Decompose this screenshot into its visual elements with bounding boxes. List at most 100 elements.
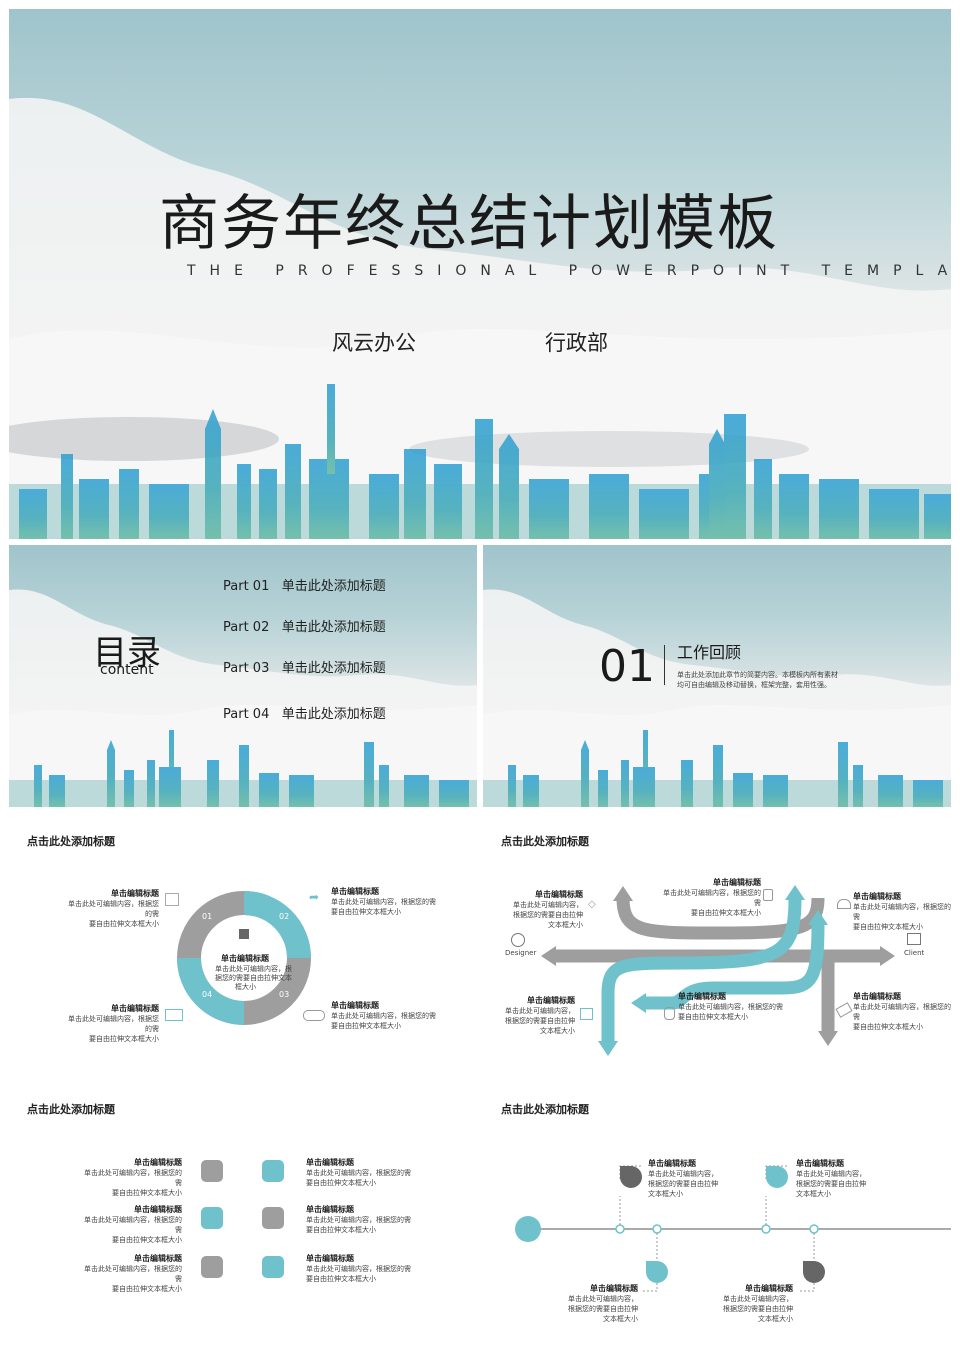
block-text: 要自由拉伸文本框大小	[112, 1189, 182, 1197]
block-title: 单击编辑标题	[306, 1254, 354, 1263]
arrow-block: 单击编辑标题 单击此处可编辑内容，根据您的需 要自由拉伸文本框大小	[661, 877, 761, 918]
cycle-num-04: 04	[202, 990, 213, 999]
block-title: 单击编辑标题	[306, 1158, 354, 1167]
block-title: 单击编辑标题	[134, 1158, 182, 1167]
block-text: 文本框大小	[796, 1190, 831, 1198]
cycle-num-01: 01	[202, 912, 213, 921]
block-text: 要自由拉伸文本框大小	[89, 920, 159, 928]
arrow-block: 单击编辑标题 单击此处可编辑内容， 根据您的需要自由拉伸 文本框大小	[483, 995, 575, 1036]
gray-square	[262, 1207, 284, 1229]
timeline-block: 单击编辑标题 单击此处可编辑内容， 根据您的需要自由拉伸 文本框大小	[538, 1283, 638, 1324]
cover-left-name: 风云办公	[332, 331, 416, 355]
timeline-slide: 点击此处添加标题 单击编辑标题 单击此处可编辑内容， 根据您的需要自由拉伸 文本…	[483, 1081, 951, 1343]
cycle-block-bl: 单击编辑标题 单击此处可编辑内容，根据您的需 要自由拉伸文本框大小	[67, 1003, 159, 1044]
palette-icon	[511, 933, 525, 947]
cycle-ring	[177, 891, 311, 1025]
block-text: 根据您的需要自由拉伸	[513, 911, 583, 919]
block-text: 根据您的需要自由拉伸	[648, 1180, 718, 1188]
grid-block: 单击编辑标题 单击此处可编辑内容，根据您的需 要自由拉伸文本框大小	[79, 1204, 182, 1245]
cover-subtitle: THE PROFESSIONAL POWERPOINT TEMPLATE	[187, 263, 951, 279]
block-text: 单击此处可编辑内容，	[513, 901, 583, 909]
toc-item-label: 单击此处添加标题	[281, 707, 386, 722]
block-text: 单击此处可编辑内容，根据您的需	[853, 1003, 951, 1021]
arrow-block: 单击编辑标题 单击此处可编辑内容，根据您的需 要自由拉伸文本框大小	[678, 991, 798, 1022]
block-text: 根据您的需要自由拉伸	[568, 1305, 638, 1313]
cover-slide: 商务年终总结计划模板 THE PROFESSIONAL POWERPOINT T…	[9, 9, 951, 539]
grid-block: 单击编辑标题 单击此处可编辑内容，根据您的需 要自由拉伸文本框大小	[79, 1253, 182, 1294]
cycle-slide: 点击此处添加标题 01 02 03 04 单击编辑标题 单击此处可编辑内容，根 …	[9, 813, 477, 1075]
block-title: 单击编辑标题	[535, 890, 583, 899]
toc-item-part: Part 03	[223, 661, 270, 676]
section-desc-line2: 均可自由编辑及移动替换，框架完整，套用性强。	[677, 681, 831, 689]
block-text: 单击此处可编辑内容，根据您的需	[853, 903, 951, 921]
block-text: 单击此处可编辑内容，	[796, 1170, 866, 1178]
block-title: 单击编辑标题	[648, 1159, 696, 1168]
toc-item-part: Part 02	[223, 620, 270, 635]
block-text: 文本框大小	[648, 1190, 683, 1198]
timeline	[515, 1165, 951, 1292]
block-text: 文本框大小	[548, 921, 583, 929]
arrow-slide: 点击此处添加标题 Designer Client 单击编辑标题 单击此处可编辑内…	[483, 813, 951, 1075]
cycle-num-03: 03	[279, 990, 290, 999]
block-text: 单击此处可编辑内容，根据您的需	[331, 898, 436, 906]
block-text: 单击此处可编辑内容，	[568, 1295, 638, 1303]
block-text: 根据您的需要自由拉伸	[796, 1180, 866, 1188]
block-text: 单击此处可编辑内容，	[723, 1295, 793, 1303]
toc-item-part: Part 01	[223, 579, 270, 594]
block-text: 单击此处可编辑内容，根据您的需	[331, 1012, 436, 1020]
cycle-center-title: 单击编辑标题	[221, 954, 269, 963]
slide-title: 点击此处添加标题	[27, 1103, 115, 1116]
block-text: 单击此处可编辑内容，	[648, 1170, 718, 1178]
mail-icon	[165, 1009, 183, 1021]
block-text: 文本框大小	[603, 1315, 638, 1323]
block-text: 要自由拉伸文本框大小	[306, 1226, 376, 1234]
box-icon	[165, 893, 179, 906]
slide-title: 点击此处添加标题	[501, 1103, 589, 1116]
grid-block: 单击编辑标题 单击此处可编辑内容，根据您的需 要自由拉伸文本框大小	[306, 1253, 426, 1284]
toc-slide: 目录 content Part 01 单击此处添加标题 Part 02 单击此处…	[9, 545, 477, 807]
arrow-block: 单击编辑标题 单击此处可编辑内容，根据您的需 要自由拉伸文本框大小	[853, 991, 951, 1032]
designer-label: Designer	[505, 949, 537, 957]
section-number: 01	[599, 641, 655, 692]
cycle-block-br: 单击编辑标题 单击此处可编辑内容，根据您的需 要自由拉伸文本框大小	[331, 1000, 451, 1031]
toc-item-label: 单击此处添加标题	[281, 620, 386, 635]
grid-block: 单击编辑标题 单击此处可编辑内容，根据您的需 要自由拉伸文本框大小	[306, 1204, 426, 1235]
briefcase-icon	[907, 933, 921, 945]
teal-square	[262, 1160, 284, 1182]
grid-block: 单击编辑标题 单击此处可编辑内容，根据您的需 要自由拉伸文本框大小	[306, 1157, 426, 1188]
block-text: 要自由拉伸文本框大小	[112, 1285, 182, 1293]
block-title: 单击编辑标题	[134, 1254, 182, 1263]
toc-item[interactable]: Part 01 单击此处添加标题	[223, 575, 386, 594]
block-text: 文本框大小	[758, 1315, 793, 1323]
toc-item[interactable]: Part 03 单击此处添加标题	[223, 657, 386, 676]
block-title: 单击编辑标题	[590, 1284, 638, 1293]
block-text: 单击此处可编辑内容，根据您的需	[84, 1169, 182, 1187]
gray-square	[201, 1256, 223, 1278]
block-text: 单击此处可编辑内容，	[505, 1007, 575, 1015]
section-slide: 01 工作回顾 单击此处添加此章节的简要内容。本模板内所有素材 均可自由编辑及移…	[483, 545, 951, 807]
toc-item-label: 单击此处添加标题	[281, 579, 386, 594]
cycle-block-tl: 单击编辑标题 单击此处可编辑内容，根据您的需 要自由拉伸文本框大小	[67, 888, 159, 929]
toc-item[interactable]: Part 02 单击此处添加标题	[223, 616, 386, 635]
cover-title: 商务年终总结计划模板	[159, 189, 779, 259]
block-text: 单击此处可编辑内容，根据您的需	[663, 889, 761, 907]
shirt-icon	[580, 1008, 593, 1020]
cycle-center-text: 框大小	[235, 983, 256, 991]
city-skyline	[9, 730, 477, 807]
toc-item[interactable]: Part 04 单击此处添加标题	[223, 703, 386, 722]
arrow-block: 单击编辑标题 单击此处可编辑内容，根据您的需 要自由拉伸文本框大小	[853, 891, 951, 932]
block-text: 要自由拉伸文本框大小	[331, 908, 401, 916]
arrow-block: 单击编辑标题 单击此处可编辑内容， 根据您的需要自由拉伸 文本框大小	[483, 889, 583, 930]
block-text: 要自由拉伸文本框大小	[678, 1013, 748, 1021]
grid-block: 单击编辑标题 单击此处可编辑内容，根据您的需 要自由拉伸文本框大小	[79, 1157, 182, 1198]
block-title: 单击编辑标题	[713, 878, 761, 887]
block-text: 单击此处可编辑内容，根据您的需	[306, 1169, 411, 1177]
block-text: 单击此处可编辑内容，根据您的需	[68, 900, 159, 918]
food-icon	[837, 899, 851, 909]
block-text: 单击此处可编辑内容，根据您的需	[68, 1015, 159, 1033]
block-text: 要自由拉伸文本框大小	[331, 1022, 401, 1030]
block-title: 单击编辑标题	[745, 1284, 793, 1293]
block-text: 要自由拉伸文本框大小	[306, 1275, 376, 1283]
toc-item-part: Part 04	[223, 707, 270, 722]
toc-item-label: 单击此处添加标题	[281, 661, 386, 676]
